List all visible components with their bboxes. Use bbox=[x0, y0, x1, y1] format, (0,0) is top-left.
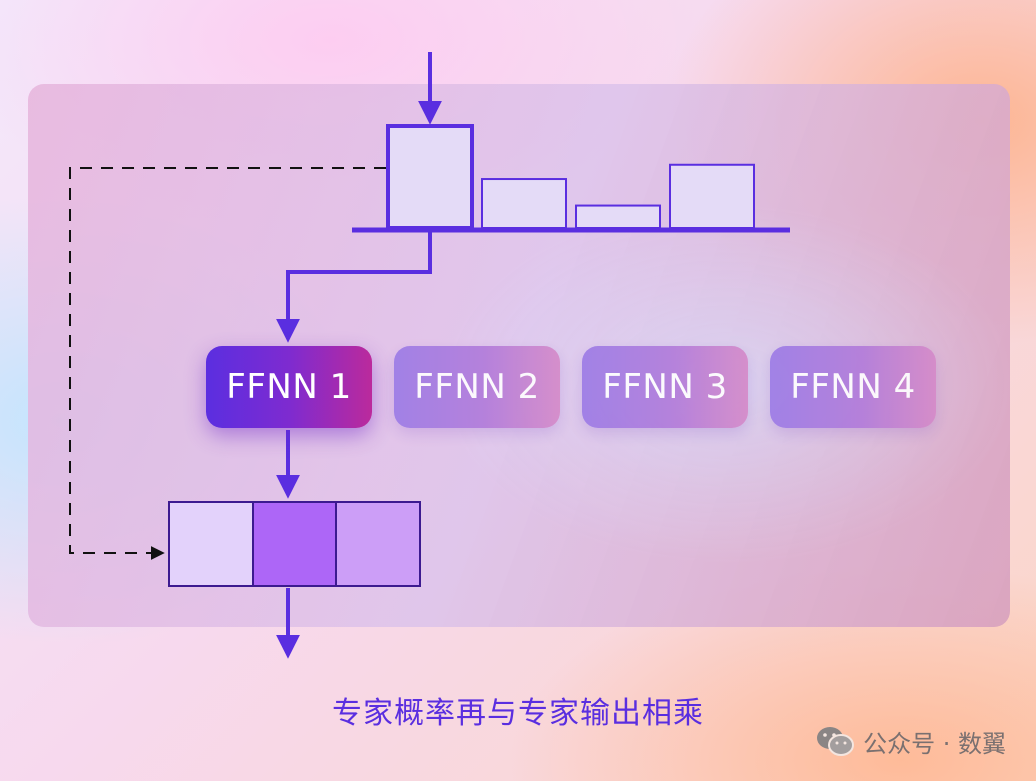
diagram-caption: 专家概率再与专家输出相乘 bbox=[332, 696, 704, 731]
router-probability-bars bbox=[386, 124, 755, 230]
expert-ffnn-4: FFNN 4 bbox=[770, 346, 936, 428]
output-vector bbox=[168, 501, 421, 587]
output-cell bbox=[335, 501, 421, 587]
output-cell bbox=[168, 501, 254, 587]
expert-ffnn-3: FFNN 3 bbox=[582, 346, 748, 428]
probability-dashed-arrow bbox=[69, 167, 386, 560]
wechat-watermark: 公众号 · 数翼 bbox=[815, 724, 1006, 759]
wechat-icon bbox=[817, 726, 855, 756]
output-cell bbox=[252, 501, 337, 587]
expert-ffnn-1: FFNN 1 bbox=[206, 346, 372, 428]
expert-ffnn-2: FFNN 2 bbox=[394, 346, 560, 428]
router-probability-bar bbox=[575, 204, 661, 229]
router-probability-bar bbox=[669, 163, 755, 229]
watermark-text: 公众号 · 数翼 bbox=[863, 730, 1006, 758]
route-to-expert-arrow bbox=[276, 232, 432, 343]
router-probability-bar bbox=[481, 178, 567, 229]
router-probability-bar bbox=[386, 124, 474, 230]
